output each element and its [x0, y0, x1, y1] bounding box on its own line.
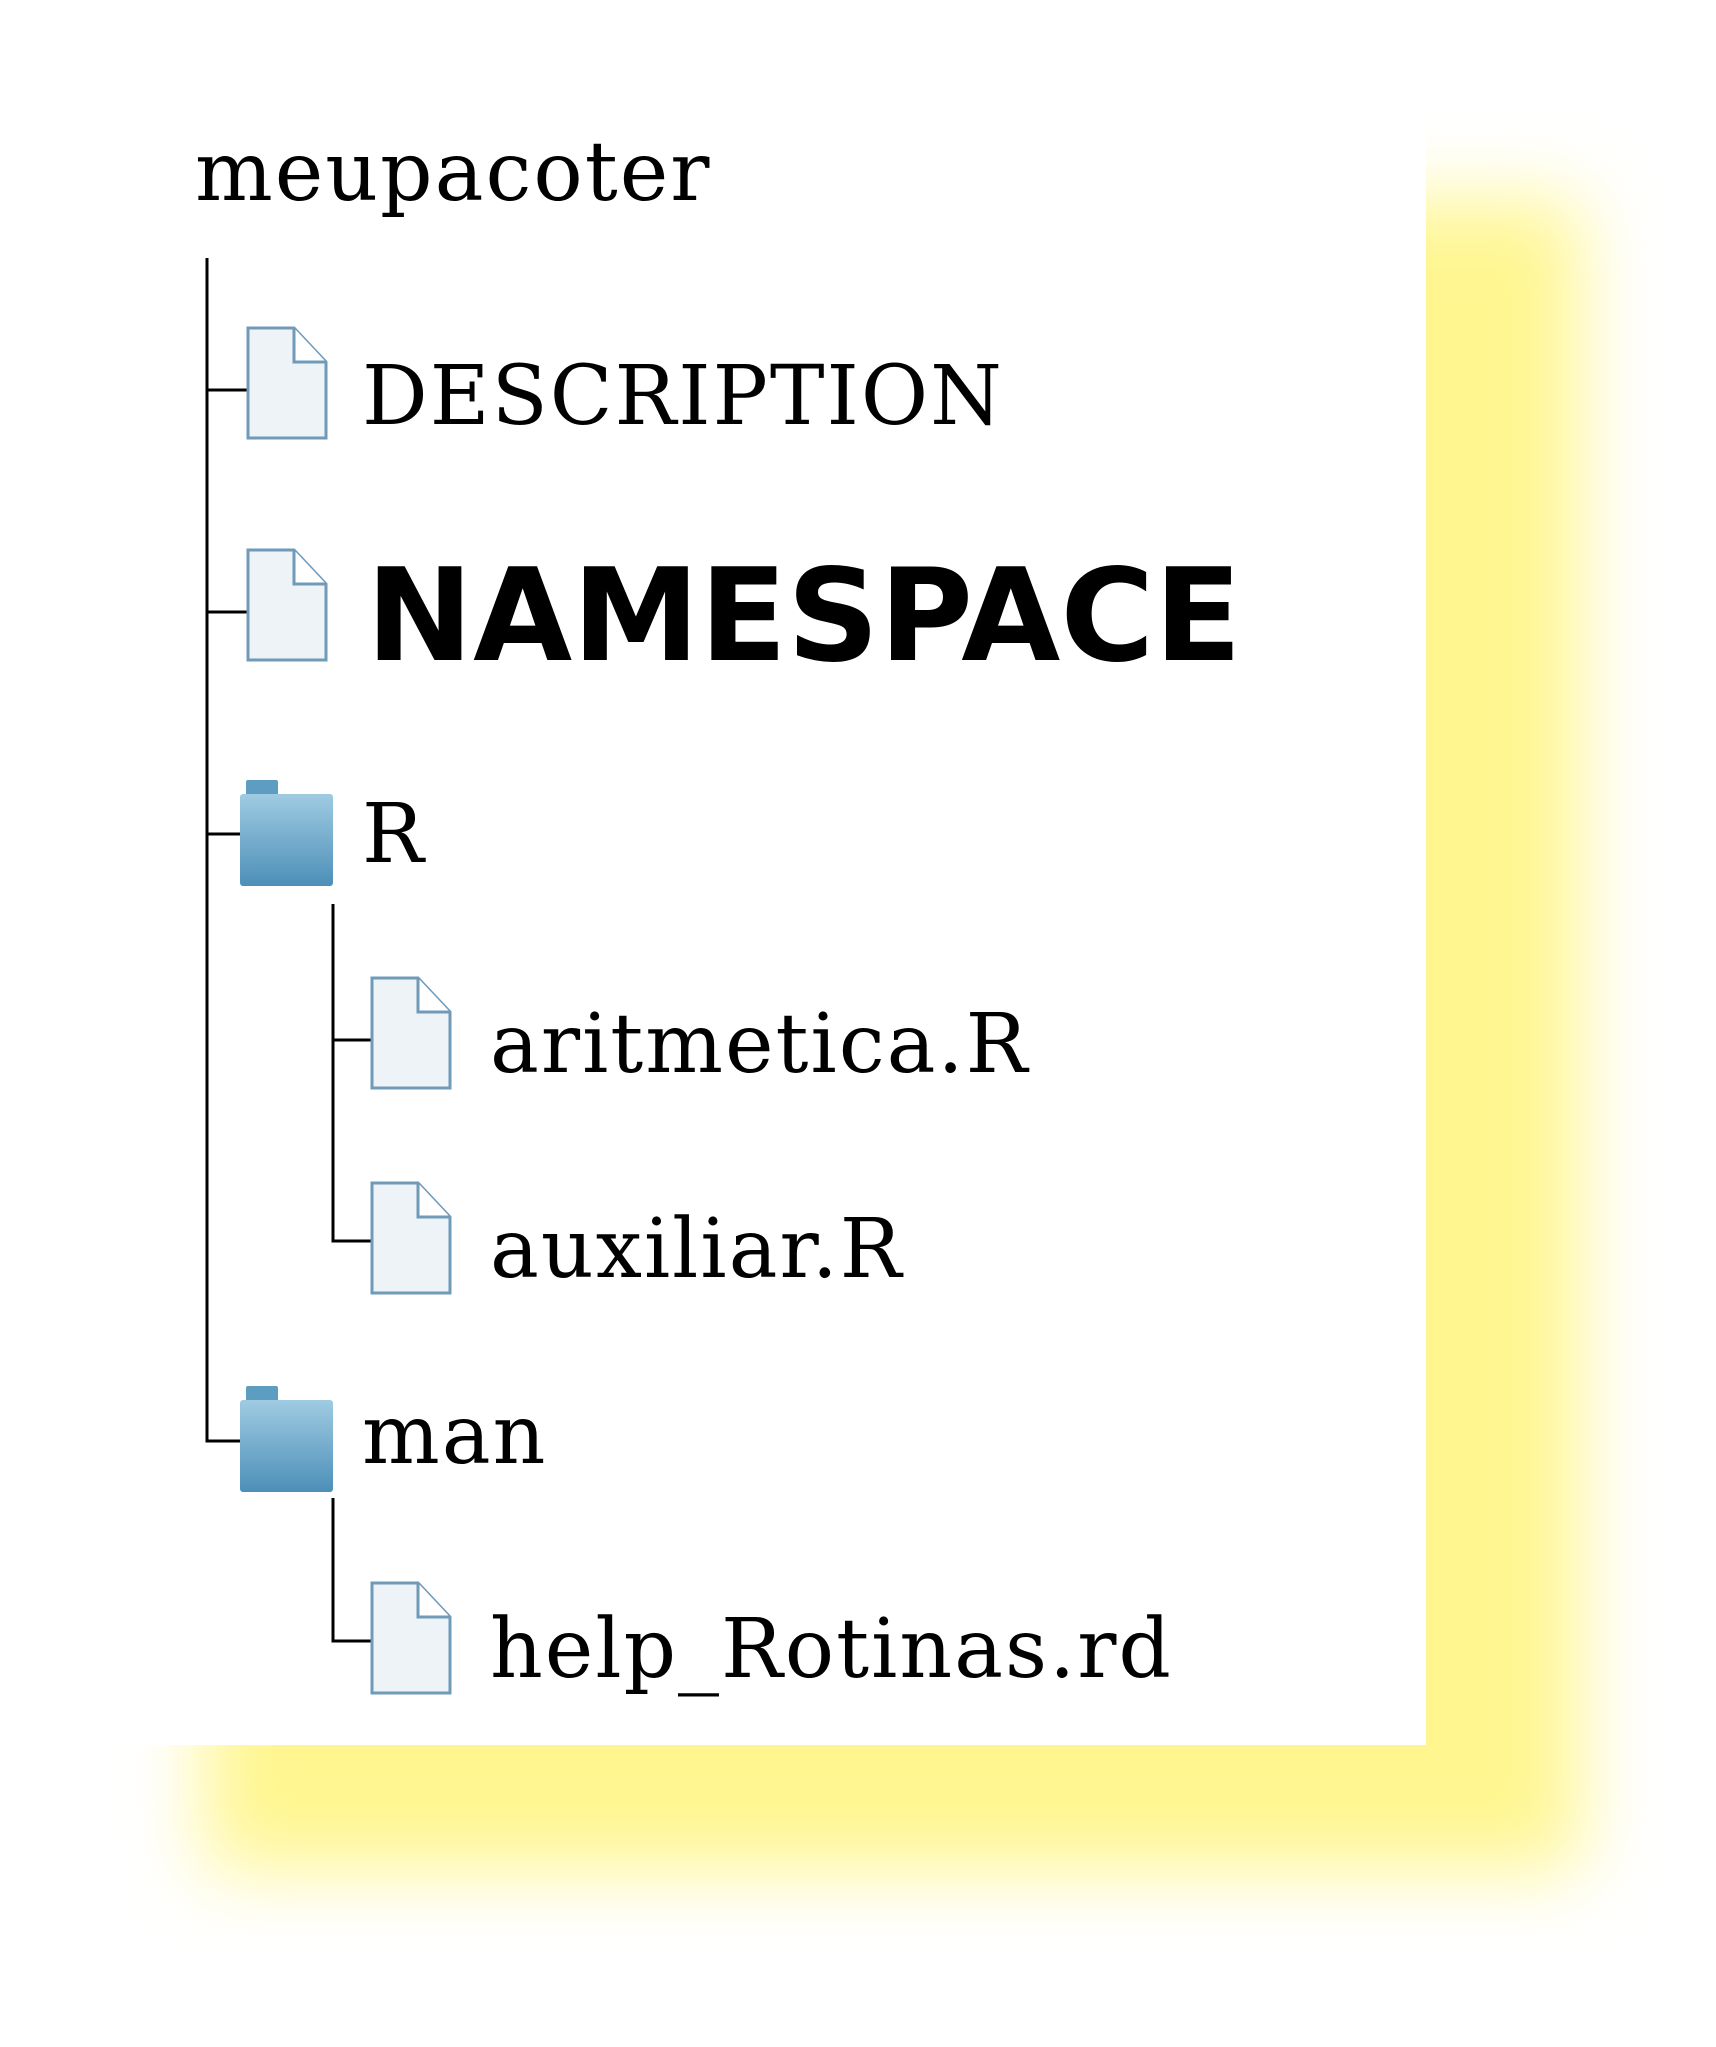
root-label: meupacoter [195, 125, 711, 220]
tree-item-aritmetica[interactable]: aritmetica.R [370, 976, 1030, 1092]
tree-item-label: aritmetica.R [490, 997, 1030, 1092]
tree-item-auxiliar[interactable]: auxiliar.R [370, 1181, 904, 1297]
file-icon [370, 1581, 452, 1695]
root-trunk-line [205, 258, 240, 1443]
tree-item-label: NAMESPACE [366, 542, 1242, 691]
r-trunk-line [331, 904, 372, 1243]
tree-card: meupacoter DESCRIPTION NAMESPACE R [195, 125, 1242, 1697]
file-icon [246, 548, 328, 662]
tree-item-folder-man[interactable]: man [240, 1386, 547, 1492]
tree-item-label: R [362, 787, 426, 882]
tree-item-label: man [362, 1388, 547, 1483]
tree-item-label: DESCRIPTION [362, 349, 1004, 444]
folder-icon [240, 780, 333, 886]
connector-lines [205, 258, 372, 1643]
file-icon [370, 976, 452, 1090]
file-icon [370, 1181, 452, 1295]
tree-item-label: auxiliar.R [490, 1202, 904, 1297]
tree-item-namespace[interactable]: NAMESPACE [246, 542, 1242, 691]
tree-item-label: help_Rotinas.rd [490, 1602, 1173, 1697]
tree-item-description[interactable]: DESCRIPTION [246, 326, 1004, 444]
man-trunk-line [331, 1498, 372, 1643]
tree-item-help-rotinas[interactable]: help_Rotinas.rd [370, 1581, 1173, 1697]
directory-tree: meupacoter DESCRIPTION NAMESPACE R [195, 125, 1242, 1697]
file-icon [246, 326, 328, 440]
tree-item-folder-r[interactable]: R [240, 780, 426, 886]
folder-icon [240, 1386, 333, 1492]
